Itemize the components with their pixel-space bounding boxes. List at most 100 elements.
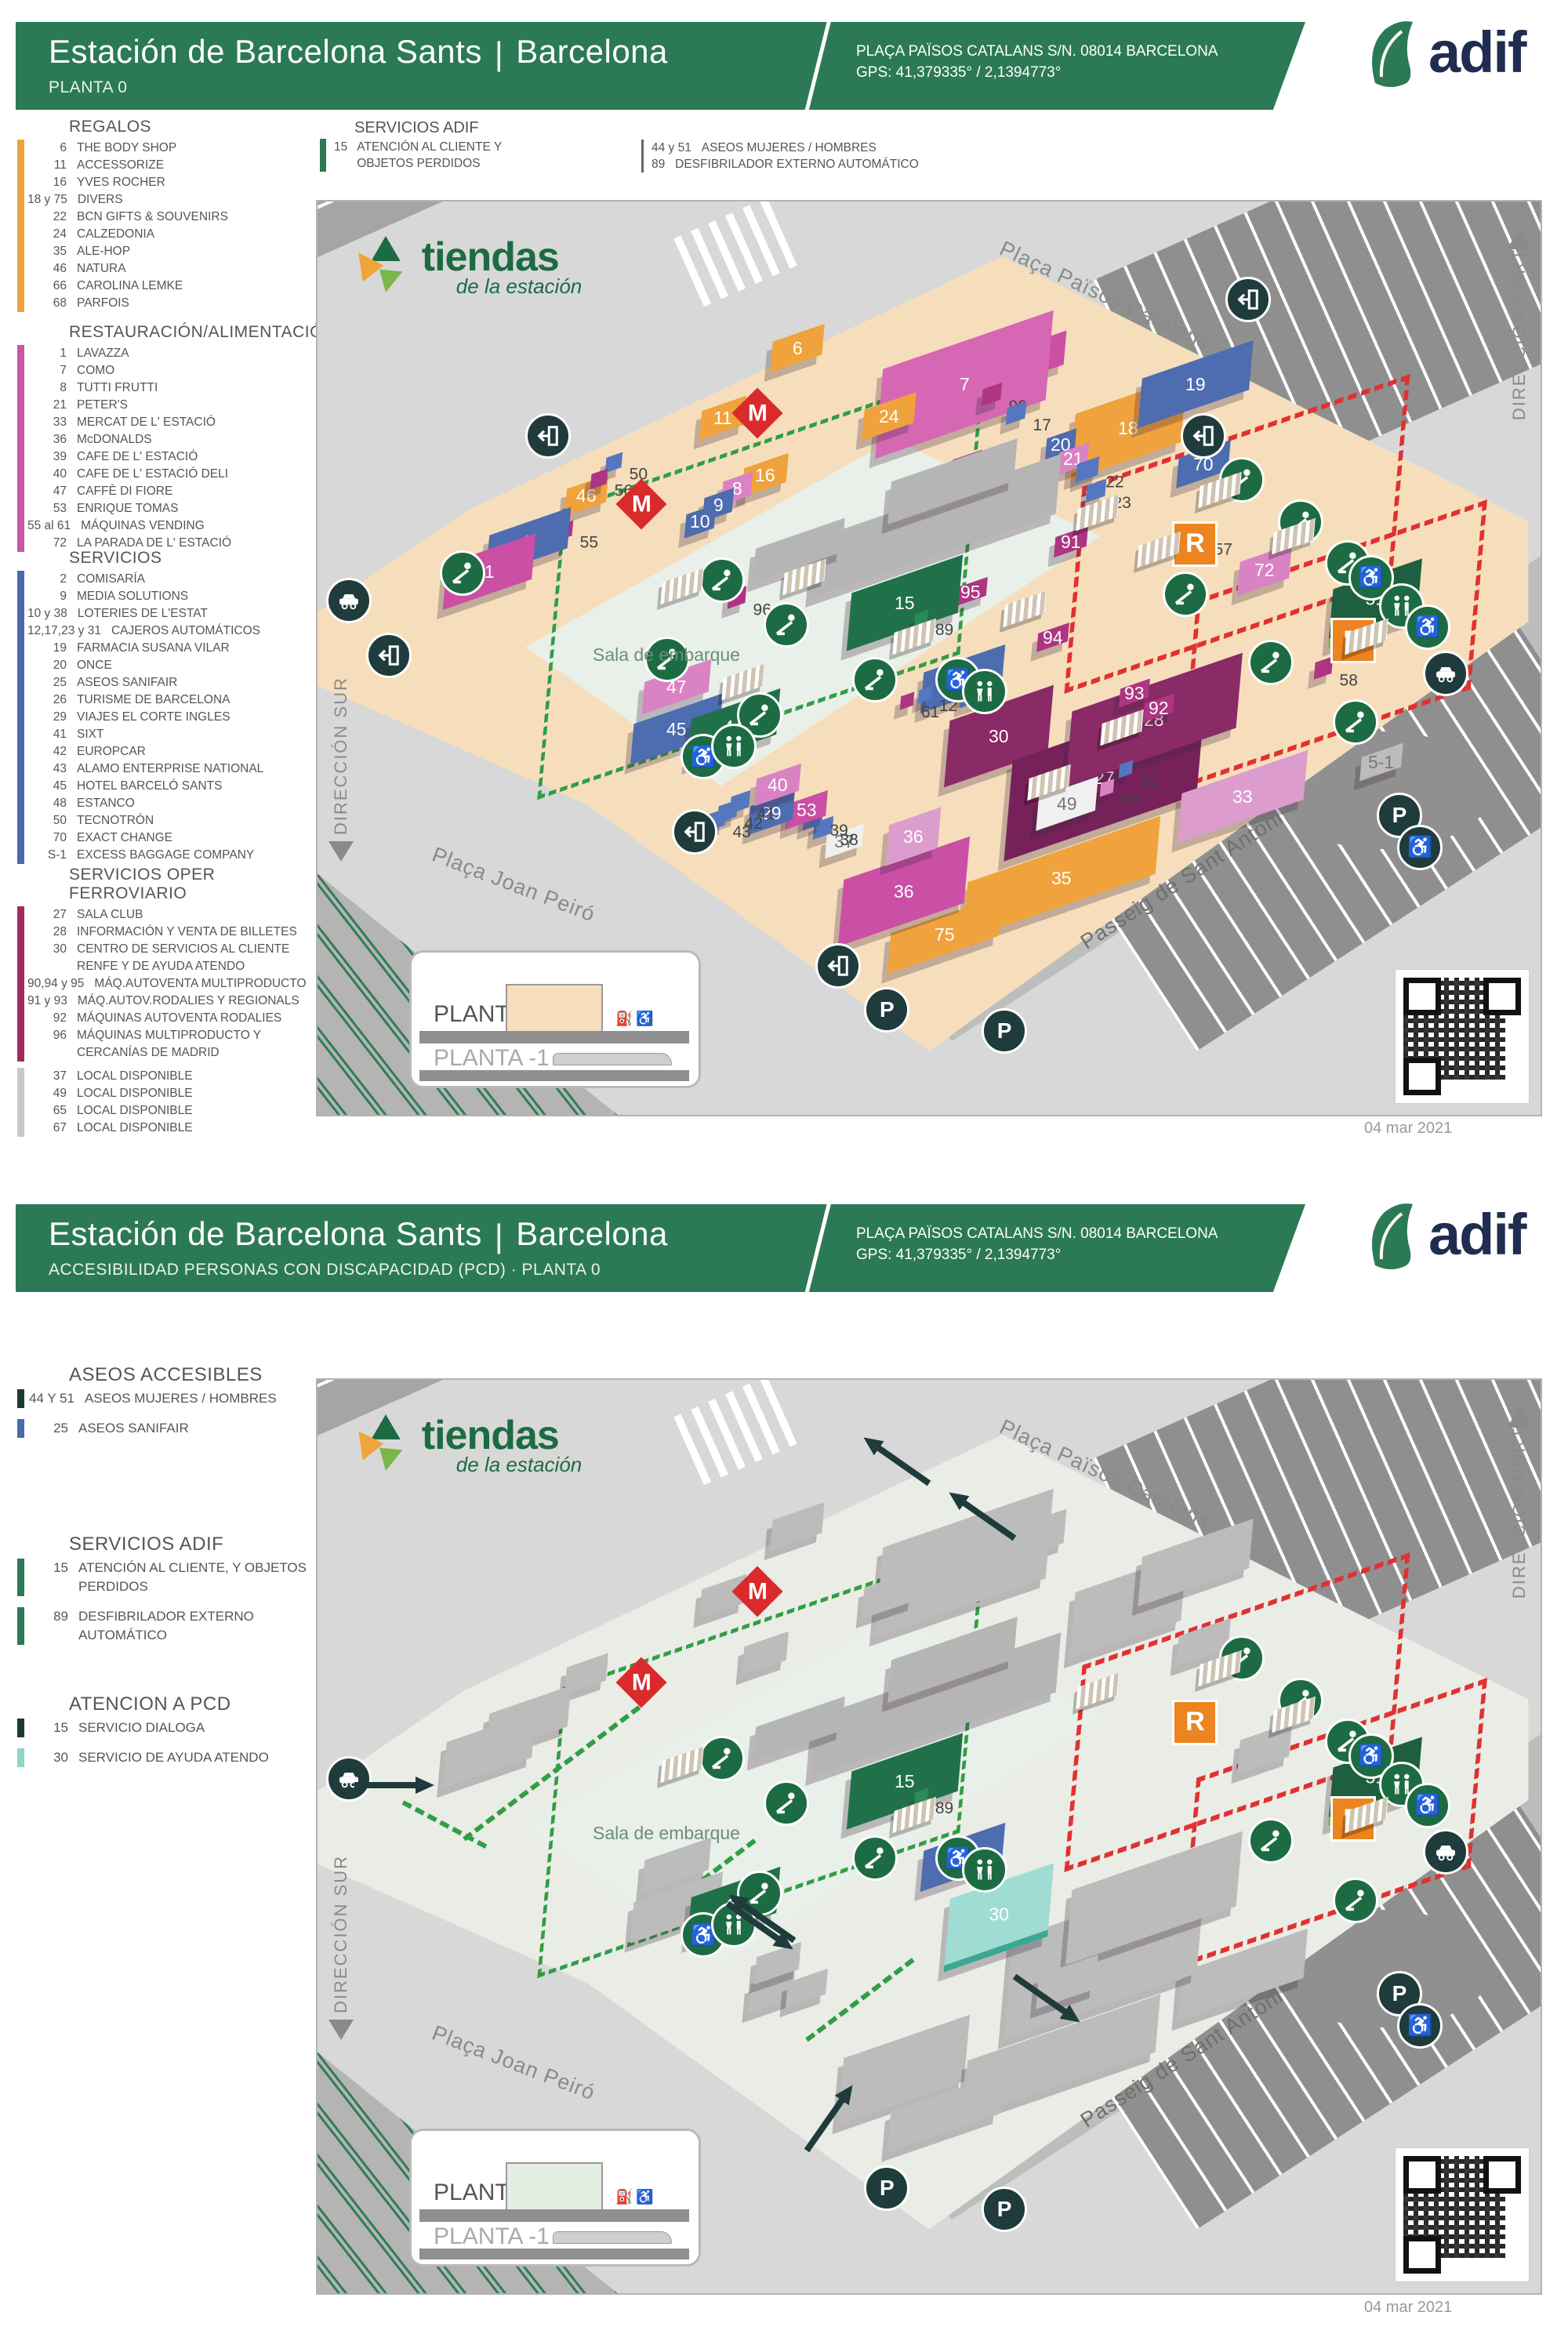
legend-item-num: 68 xyxy=(53,296,67,310)
adif-services-legend: SERVICIOS ADIF 15 ATENCIÓN AL CLIENTE Y … xyxy=(320,119,963,172)
taxi-icon xyxy=(1423,1829,1469,1875)
map-block-number: 7 xyxy=(959,373,970,394)
qr-finder xyxy=(1403,1058,1441,1095)
metro-letter: M xyxy=(631,491,652,517)
legend-item-num: 15 xyxy=(53,1560,68,1575)
toilets-icon xyxy=(962,1847,1008,1893)
legend-item-label: LOCAL DISPONIBLE xyxy=(77,1104,193,1117)
legend-item-num: 2 xyxy=(60,572,67,586)
legend-item-label: YVES ROCHER xyxy=(77,176,165,189)
legend-item-label: HOTEL BARCELÓ SANTS xyxy=(77,779,223,793)
legend-section-title: SERVICIOS xyxy=(69,549,162,567)
map-block-number: 35 xyxy=(1051,867,1072,888)
legend-item-num: 19 xyxy=(53,641,67,655)
legend-item-label: SERVICIO DIALOGA xyxy=(78,1720,205,1735)
car-access-icon xyxy=(325,1755,372,1802)
legend-item-label: MÁQ.AUTOVENTA MULTIPRODUCTO xyxy=(94,977,307,990)
legend-item-label: CENTRO DE SERVICIOS AL CLIENTE RENFE Y D… xyxy=(77,942,290,973)
legend-item-num: 15 xyxy=(53,1720,68,1735)
rodalies-icon: R xyxy=(1172,521,1218,567)
map-date: 04 mar 2021 xyxy=(1364,2299,1453,2316)
boarding-hall-label: Sala de embarque xyxy=(593,1823,740,1844)
station-map-planta0: 4876249017181920212223111689104650565521… xyxy=(316,200,1542,1116)
qr-code xyxy=(1395,2147,1530,2282)
map-block-number: 19 xyxy=(1185,373,1206,394)
street-label-joan-peiro: Plaça Joan Peiró xyxy=(429,842,599,927)
legend-item-label: EXACT CHANGE xyxy=(77,831,173,844)
floor-subtitle: ACCESIBILIDAD PERSONAS CON DISCAPACIDAD … xyxy=(49,1261,601,1279)
legend-item-label: ACCESSORIZE xyxy=(77,158,165,172)
legend-item-label: LA PARADA DE L' ESTACIÓ xyxy=(77,536,232,550)
tiendas-tagline: de la estación xyxy=(456,1452,583,1476)
adif-services-left: 15 ATENCIÓN AL CLIENTE Y OBJETOS PERDIDO… xyxy=(320,139,963,172)
map-block-number: 30 xyxy=(989,1904,1009,1925)
escalator-access-icon xyxy=(851,657,898,703)
adif-wordmark: adif xyxy=(1428,1202,1527,1267)
parking-icon: P xyxy=(982,2186,1028,2232)
escalator-access-icon xyxy=(699,557,745,604)
north-arrow-icon xyxy=(1507,228,1532,249)
legend-item-label: MÁQUINAS MULTIPRODUCTO Y CERCANÍAS DE MA… xyxy=(77,1029,261,1059)
legend-item-label: TECNOTRÓN xyxy=(77,814,154,827)
legend-section-title: REGALOS xyxy=(69,118,152,136)
qr-finder xyxy=(1403,978,1441,1015)
exit-icon xyxy=(672,808,718,855)
qr-finder xyxy=(1403,2156,1441,2194)
inset-vehicles-icon: ⛽ ♿ xyxy=(615,1011,654,1027)
inset-train-icon xyxy=(553,1053,672,1066)
map-block-number: 1 xyxy=(484,561,495,582)
inset-current-floor xyxy=(506,984,603,1035)
metro-letter: M xyxy=(747,1577,768,1604)
inset-planta-1-label: PLANTA -1 xyxy=(434,2223,550,2250)
legend-item-num: 41 xyxy=(53,728,67,741)
escalator-access-icon xyxy=(644,636,690,682)
escalator-access-icon xyxy=(699,1736,745,1782)
legend-item-label: COMO xyxy=(77,364,115,377)
legend-item-label: DIVERS xyxy=(77,193,123,206)
boarding-hall-label: Sala de embarque xyxy=(593,644,740,666)
legend-num: 44 y 51 xyxy=(652,141,691,154)
legend-item-num: 20 xyxy=(53,659,67,672)
tiendas-wordmark: tiendas xyxy=(421,1412,560,1458)
south-arrow-icon xyxy=(328,2019,354,2040)
legend-item-label: VIAJES EL CORTE INGLES xyxy=(77,710,230,724)
legend-item-label: SALA CLUB xyxy=(77,908,143,921)
map-block-number: 36 xyxy=(894,880,914,902)
legend-row: 44 y 51 ASEOS MUJERES / HOMBRES xyxy=(652,140,919,156)
title-divider: | xyxy=(494,1218,504,1254)
map-block-number: 58 xyxy=(1339,671,1358,690)
legend-item-label: LAVAZZA xyxy=(77,347,129,360)
escalator-access-icon xyxy=(764,1780,810,1827)
legend-item-num: 45 xyxy=(53,779,67,793)
accessible-wc-icon: ♿ xyxy=(1404,604,1450,650)
legend-item-label: NATURA xyxy=(77,262,126,275)
map-block-number: 43 xyxy=(731,823,751,842)
legend-item-num: 6 xyxy=(60,141,67,154)
legend-item-label: ASEOS SANIFAIR xyxy=(78,1421,189,1436)
